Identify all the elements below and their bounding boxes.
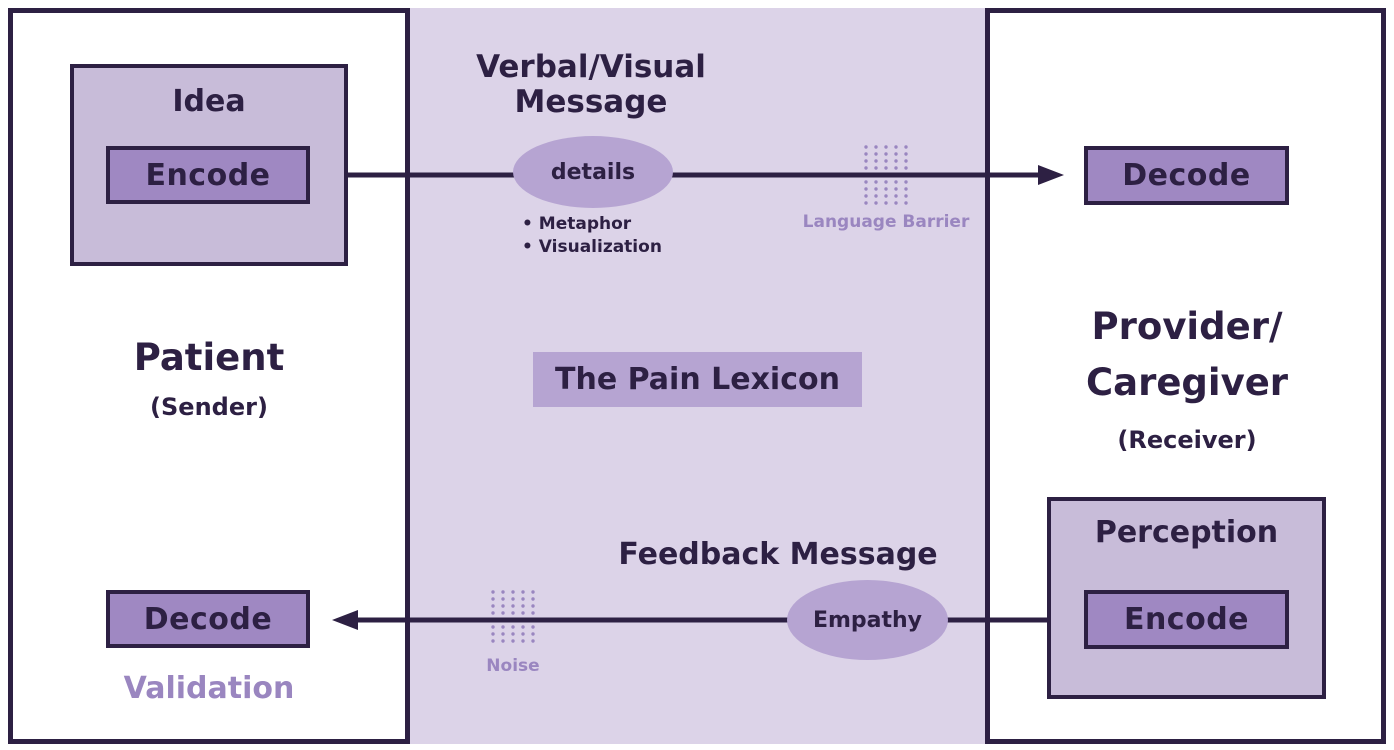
details-ellipse: details: [513, 136, 673, 208]
noise-label: Noise: [486, 656, 540, 676]
noise-dots: [491, 590, 535, 643]
receiver-subtitle: (Receiver): [1117, 426, 1257, 454]
validation-label: Validation: [123, 671, 295, 706]
sender-encode-box: Encode: [106, 146, 310, 204]
patient-title: Patient: [133, 336, 285, 379]
message-title: Verbal/Visual Message: [446, 50, 736, 120]
language-barrier-label: Language Barrier: [802, 212, 970, 232]
feedback-arrowhead: [332, 610, 358, 630]
language-barrier-dots: [864, 145, 908, 205]
perception-label: Perception: [1094, 515, 1279, 550]
details-bullets: • Metaphor • Visualization: [522, 213, 662, 259]
idea-label: Idea: [172, 84, 246, 119]
bullet-visualization: • Visualization: [522, 237, 662, 257]
bullet-metaphor: • Metaphor: [522, 214, 632, 234]
receiver-title-line2: Caregiver: [1085, 361, 1289, 404]
message-title-line1: Verbal/Visual: [476, 49, 706, 85]
feedback-title: Feedback Message: [618, 537, 938, 572]
pain-lexicon-label: The Pain Lexicon: [533, 352, 862, 407]
receiver-title-line1: Provider/: [1091, 305, 1283, 348]
message-title-line2: Message: [514, 84, 668, 120]
sender-decode-box: Decode: [106, 590, 310, 648]
receiver-decode-box: Decode: [1084, 146, 1289, 205]
sender-subtitle: (Sender): [150, 393, 268, 421]
receiver-encode-box: Encode: [1084, 590, 1289, 649]
message-arrowhead: [1038, 165, 1064, 185]
receiver-title: Provider/ Caregiver: [1040, 299, 1334, 411]
empathy-ellipse: Empathy: [787, 580, 948, 660]
